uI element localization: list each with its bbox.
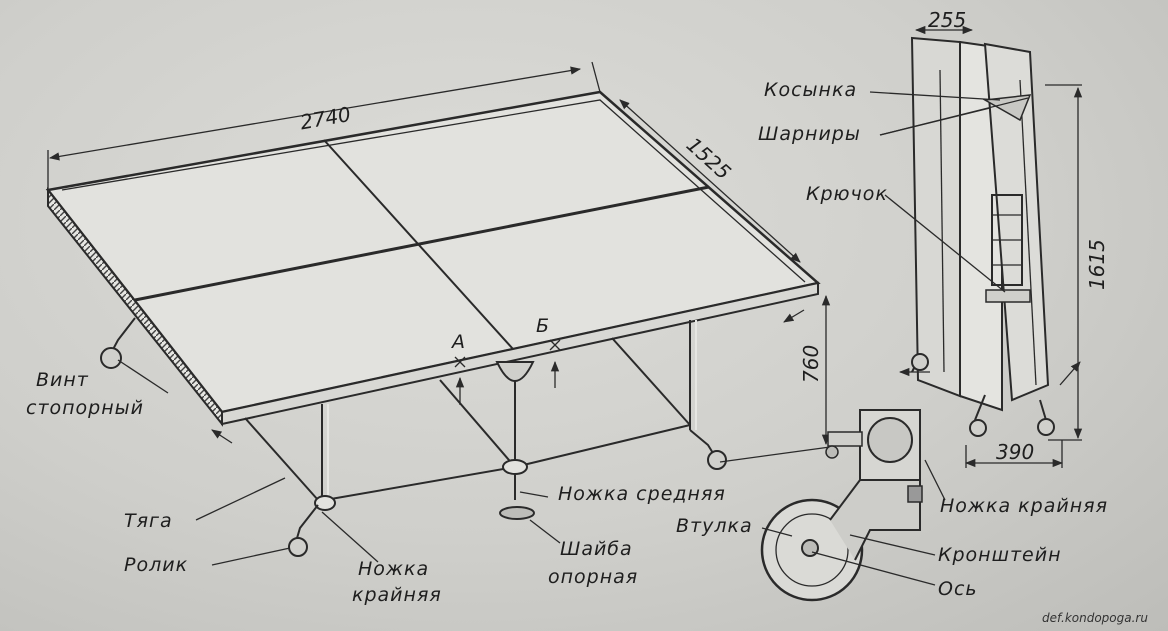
label-rolik: Ролик: [124, 554, 188, 576]
caster-detail: [760, 409, 946, 602]
caster-front-left: [288, 504, 319, 557]
marker-b: Б: [536, 315, 550, 337]
folded-table: [869, 25, 1083, 468]
watermark: def.kondopoga.ru: [1042, 611, 1148, 625]
label-shaiba-1: Шайба: [560, 538, 633, 560]
dim-folded-width: 390: [996, 440, 1034, 464]
dim-length: 2740: [298, 102, 352, 134]
label-tyaga: Тяга: [124, 510, 173, 532]
label-nozhka-srednyaya: Ножка средняя: [558, 483, 726, 505]
label-nozhka-krainyaya-2: крайняя: [352, 584, 442, 606]
label-shaiba-2: опорная: [548, 566, 638, 588]
label-nozhka-krainyaya-1: Ножка: [358, 558, 429, 580]
dim-height: 760: [799, 345, 823, 383]
label-kronshtein: Кронштейн: [938, 544, 1062, 566]
label-os: Ось: [938, 578, 978, 600]
marker-a: А: [450, 331, 466, 353]
leader-lines: [117, 359, 561, 566]
label-nozhka-krainyaya-detail: Ножка крайняя: [940, 495, 1108, 517]
label-sharniry: Шарниры: [758, 123, 861, 145]
label-vint-2: стопорный: [26, 397, 144, 419]
label-vtulka: Втулка: [676, 515, 753, 537]
dim-folded-height: 1615: [1085, 239, 1109, 290]
caster-left: [100, 317, 136, 369]
label-kosynka: Косынка: [764, 79, 857, 101]
table-frame: [100, 309, 805, 557]
label-vint-1: Винт: [36, 369, 89, 391]
dimension-lines: [47, 61, 831, 463]
dim-folded-depth: 255: [928, 8, 966, 32]
caster-back-right: [689, 429, 727, 470]
label-kryuchok: Крючок: [806, 183, 888, 205]
